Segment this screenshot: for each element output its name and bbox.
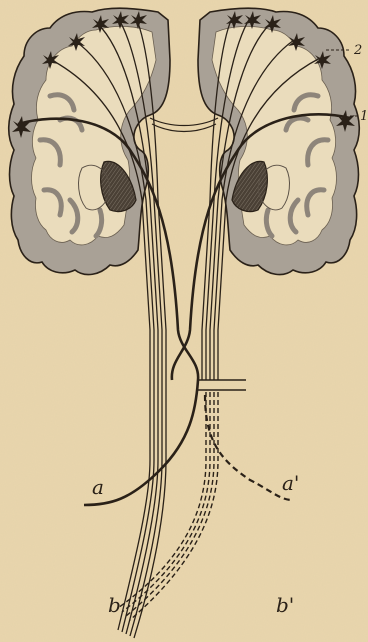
label-a-right: a' — [282, 471, 299, 495]
marker-2-label: 2 — [353, 43, 362, 58]
label-a-left: a — [92, 475, 104, 499]
marker-1-label: 1 — [360, 109, 368, 124]
label-b-right: b' — [276, 593, 294, 617]
label-b-left: b — [108, 593, 121, 617]
